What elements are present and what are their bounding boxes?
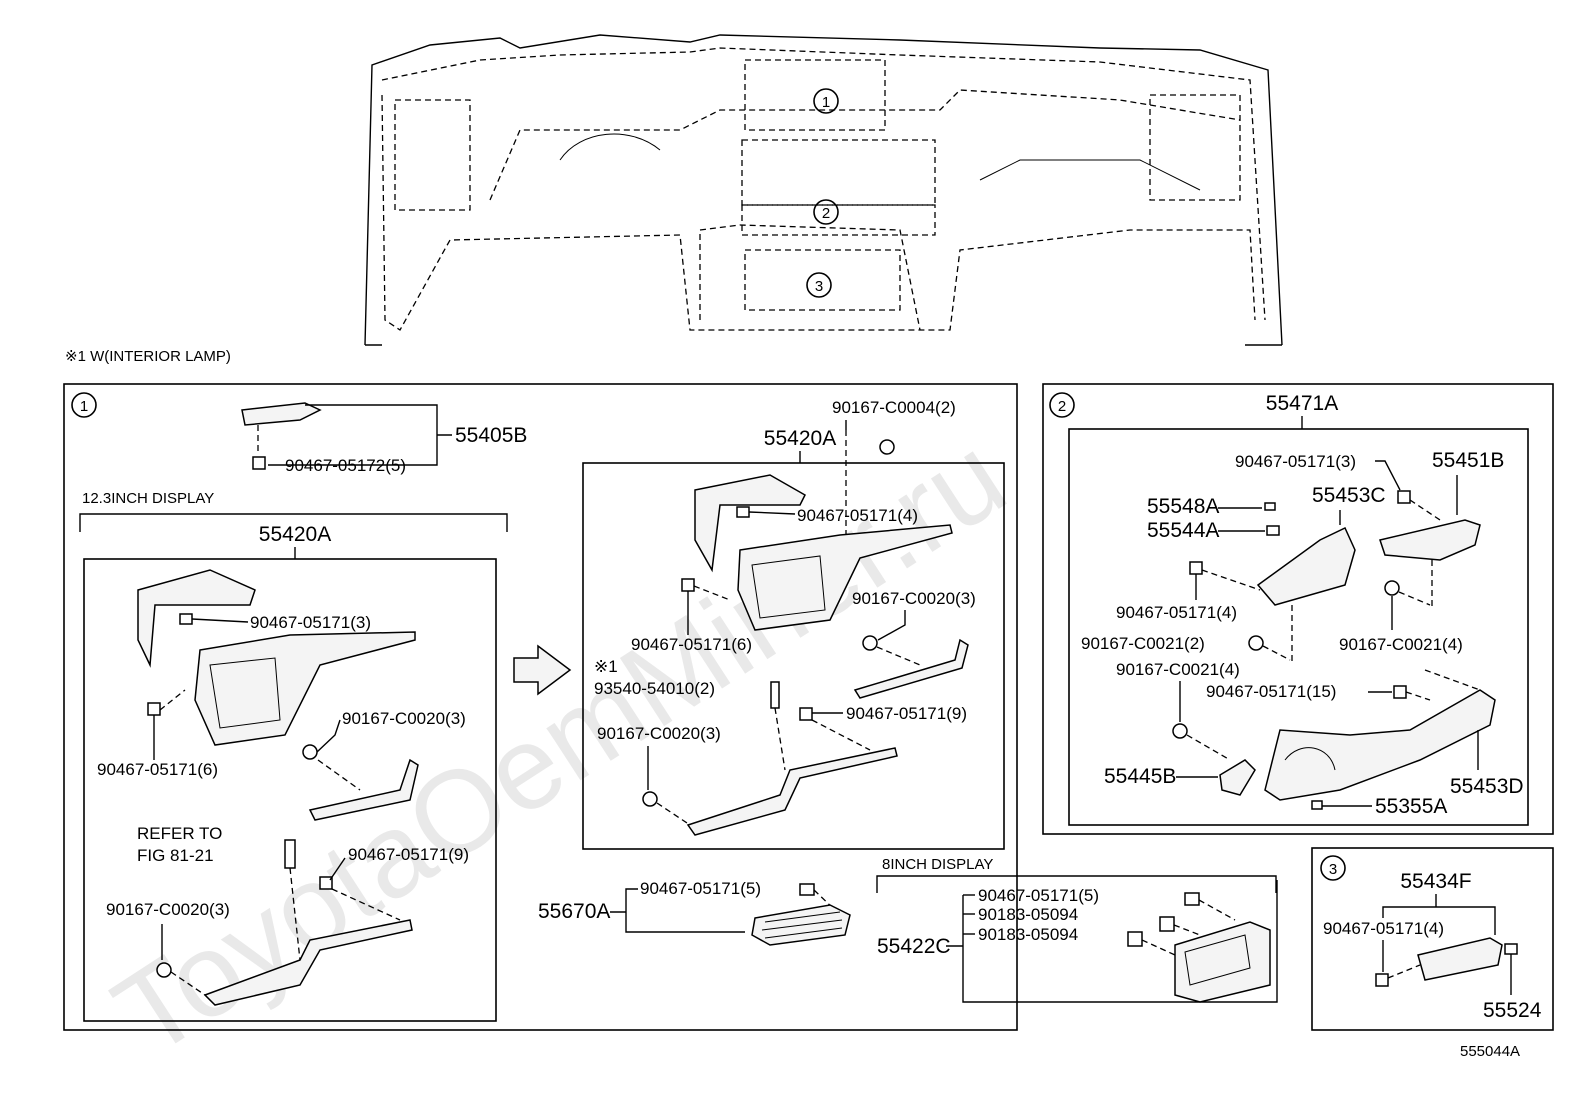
note-interior-lamp: ※1 W(INTERIOR LAMP) (65, 348, 231, 365)
panel-55451B (1379, 519, 1481, 561)
dashboard-overview: 1 2 3 (364, 34, 1283, 346)
label-s2-screw-c: 90167-C0021(4) (1116, 660, 1240, 679)
title-12inch-display: 12.3INCH DISPLAY (82, 490, 214, 507)
title-8inch-display: 8INCH DISPLAY (882, 856, 993, 873)
label-8d-nut-b: 90183-05094 (978, 925, 1078, 944)
label-12-screw-a: 90167-C0020(3) (342, 709, 466, 728)
label-vent-clip: 90467-05171(5) (640, 879, 761, 898)
label-8-screw-top: 90167-C0004(2) (832, 398, 956, 417)
arrow-icon (513, 644, 572, 696)
label-8-clip-c: 90467-05171(9) (846, 704, 967, 723)
label-55670A: 55670A (538, 900, 610, 923)
figure-code: 555044A (1460, 1043, 1520, 1060)
label-8-clip-b: 90467-05171(6) (631, 635, 752, 654)
label-12-screw-b: 90167-C0020(3) (106, 900, 230, 919)
label-12-clip-c: 90467-05171(9) (348, 845, 469, 864)
label-refer-fig: FIG 81-21 (137, 846, 214, 865)
label-55548A: 55548A (1147, 495, 1219, 518)
label-55445B: 55445B (1104, 765, 1176, 788)
label-55420A-12: 55420A (259, 523, 331, 546)
overview-marker-1: 1 (822, 94, 830, 111)
label-s2-screw-b: 90167-C0021(4) (1339, 635, 1463, 654)
label-s2-clip-b: 90467-05171(15) (1206, 682, 1336, 701)
panel-55453D (1264, 689, 1496, 801)
section-3: 3 55434F 90467-05171(4) 55524 (1311, 847, 1554, 1031)
label-s2-screw-a: 90167-C0021(2) (1081, 634, 1205, 653)
label-refer-to: REFER TO (137, 824, 222, 843)
label-s2-clip-top: 90467-05171(3) (1235, 452, 1356, 471)
overview-marker-3: 3 (815, 278, 823, 295)
label-55453C: 55453C (1312, 484, 1386, 507)
bracket-55445B (1219, 759, 1256, 796)
label-8-bulb: 93540-54010(2) (594, 679, 715, 698)
section-2: 2 55471A 90467-05171(3) 55451B 55548A 55… (1042, 383, 1554, 835)
label-12-clip-b: 90467-05171(6) (97, 760, 218, 779)
label-55355A: 55355A (1375, 795, 1447, 818)
label-s2-clip-a: 90467-05171(4) (1116, 603, 1237, 622)
label-55434F: 55434F (1400, 870, 1471, 893)
label-8-screw-a: 90167-C0020(3) (852, 589, 976, 608)
section1-marker: 1 (80, 398, 88, 415)
label-55524: 55524 (1483, 999, 1542, 1022)
label-12-clip-a: 90467-05171(3) (250, 613, 371, 632)
label-8d-clip: 90467-05171(5) (978, 886, 1099, 905)
label-s3-clip: 90467-05171(4) (1323, 919, 1444, 938)
label-note-mark: ※1 (594, 657, 618, 676)
panel-55405B (241, 402, 322, 426)
section2-marker: 2 (1058, 398, 1066, 415)
label-55422C: 55422C (877, 935, 951, 958)
label-8d-nut-a: 90183-05094 (978, 905, 1078, 924)
label-55405B: 55405B (455, 424, 527, 447)
label-8-clip-a: 90467-05171(4) (797, 506, 918, 525)
label-55544A: 55544A (1147, 519, 1219, 542)
bezel-55422C (1174, 921, 1271, 1003)
label-8-screw-b: 90167-C0020(3) (597, 724, 721, 743)
label-90467-05172: 90467-05172(5) (285, 456, 406, 475)
label-55420A-8: 55420A (764, 427, 836, 450)
part-55434F (1417, 937, 1503, 981)
label-55453D: 55453D (1450, 775, 1524, 798)
label-55451B: 55451B (1432, 449, 1504, 472)
section-1: 1 55405B 90467-05172(5) 12.3INCH DISPLAY… (63, 383, 1278, 1031)
panel-55453C (1256, 526, 1356, 606)
section3-marker: 3 (1329, 861, 1337, 878)
overview-marker-2: 2 (822, 205, 830, 222)
label-55471A: 55471A (1266, 392, 1338, 415)
